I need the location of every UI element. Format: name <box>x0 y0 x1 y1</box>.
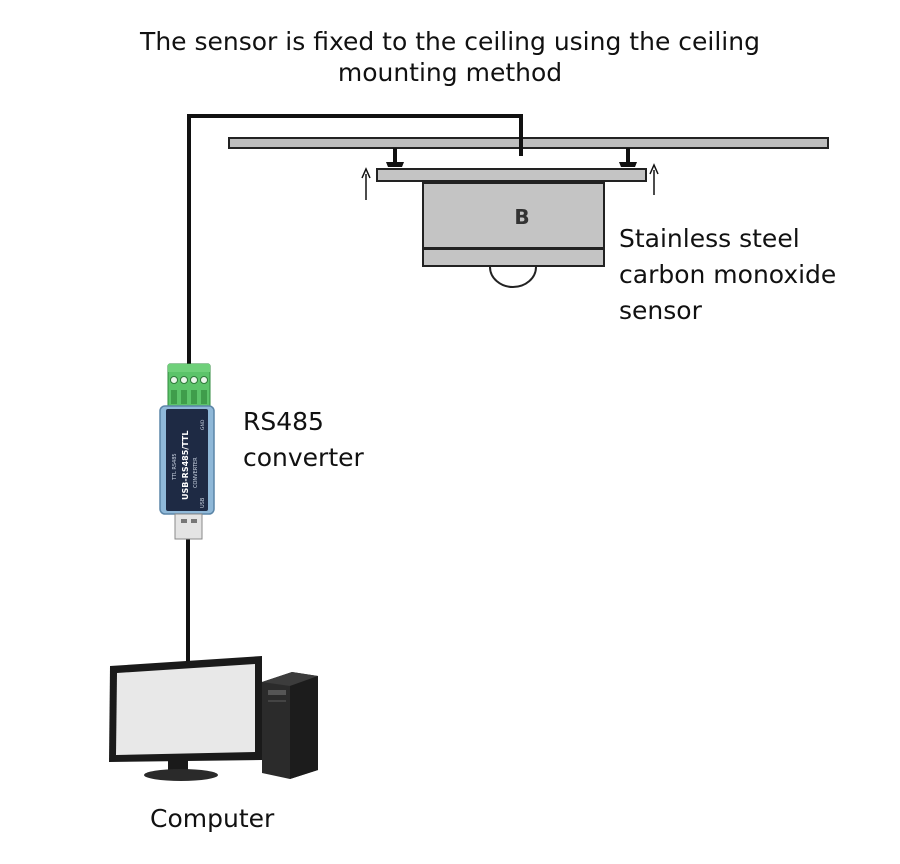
signal-cable <box>187 114 523 364</box>
mounting-screw-right <box>619 148 637 167</box>
converter-side-text: TTL RS485 <box>172 453 178 481</box>
mounting-plate <box>376 168 647 182</box>
computer <box>109 656 318 781</box>
co-sensor: B <box>422 182 605 288</box>
converter-label-line-2: converter <box>243 443 364 472</box>
mounting-screw-left <box>386 148 404 167</box>
sensor-dome <box>489 266 537 288</box>
converter-pin-text: GND <box>200 419 206 430</box>
rs485-converter: USB-RS485/TTL CONVERTER TTL RS485 GND US… <box>159 363 215 540</box>
converter-board <box>166 409 208 511</box>
title-line-2: mounting method <box>337 58 563 87</box>
sensor-label-line-2: carbon monoxide <box>619 260 837 289</box>
sensor-label-line-1: Stainless steel <box>619 224 800 253</box>
sensor-letter: B <box>514 205 529 229</box>
arrow-up-right-icon <box>649 163 659 195</box>
ceiling-bar <box>228 137 829 149</box>
sensor-label: Stainless steel carbon monoxide sensor <box>619 221 836 329</box>
sensor-base <box>422 248 605 267</box>
converter-body-text: USB-RS485/TTL <box>181 431 190 500</box>
arrow-up-left-icon <box>361 167 371 200</box>
diagram-title: The sensor is fixed to the ceiling using… <box>0 26 900 88</box>
sensor-label-line-3: sensor <box>619 296 702 325</box>
usb-plug <box>174 513 203 540</box>
converter-label-line-1: RS485 <box>243 407 324 436</box>
sensor-housing <box>422 182 605 249</box>
converter-sub-text: CONVERTER <box>193 457 199 488</box>
converter-usb-text: USB <box>200 497 206 508</box>
converter-label: RS485 converter <box>243 404 364 476</box>
monitor-stand <box>144 769 218 781</box>
computer-monitor <box>109 656 262 781</box>
title-line-1: The sensor is fixed to the ceiling using… <box>140 27 760 56</box>
computer-tower <box>262 672 318 779</box>
computer-label: Computer <box>150 804 275 833</box>
